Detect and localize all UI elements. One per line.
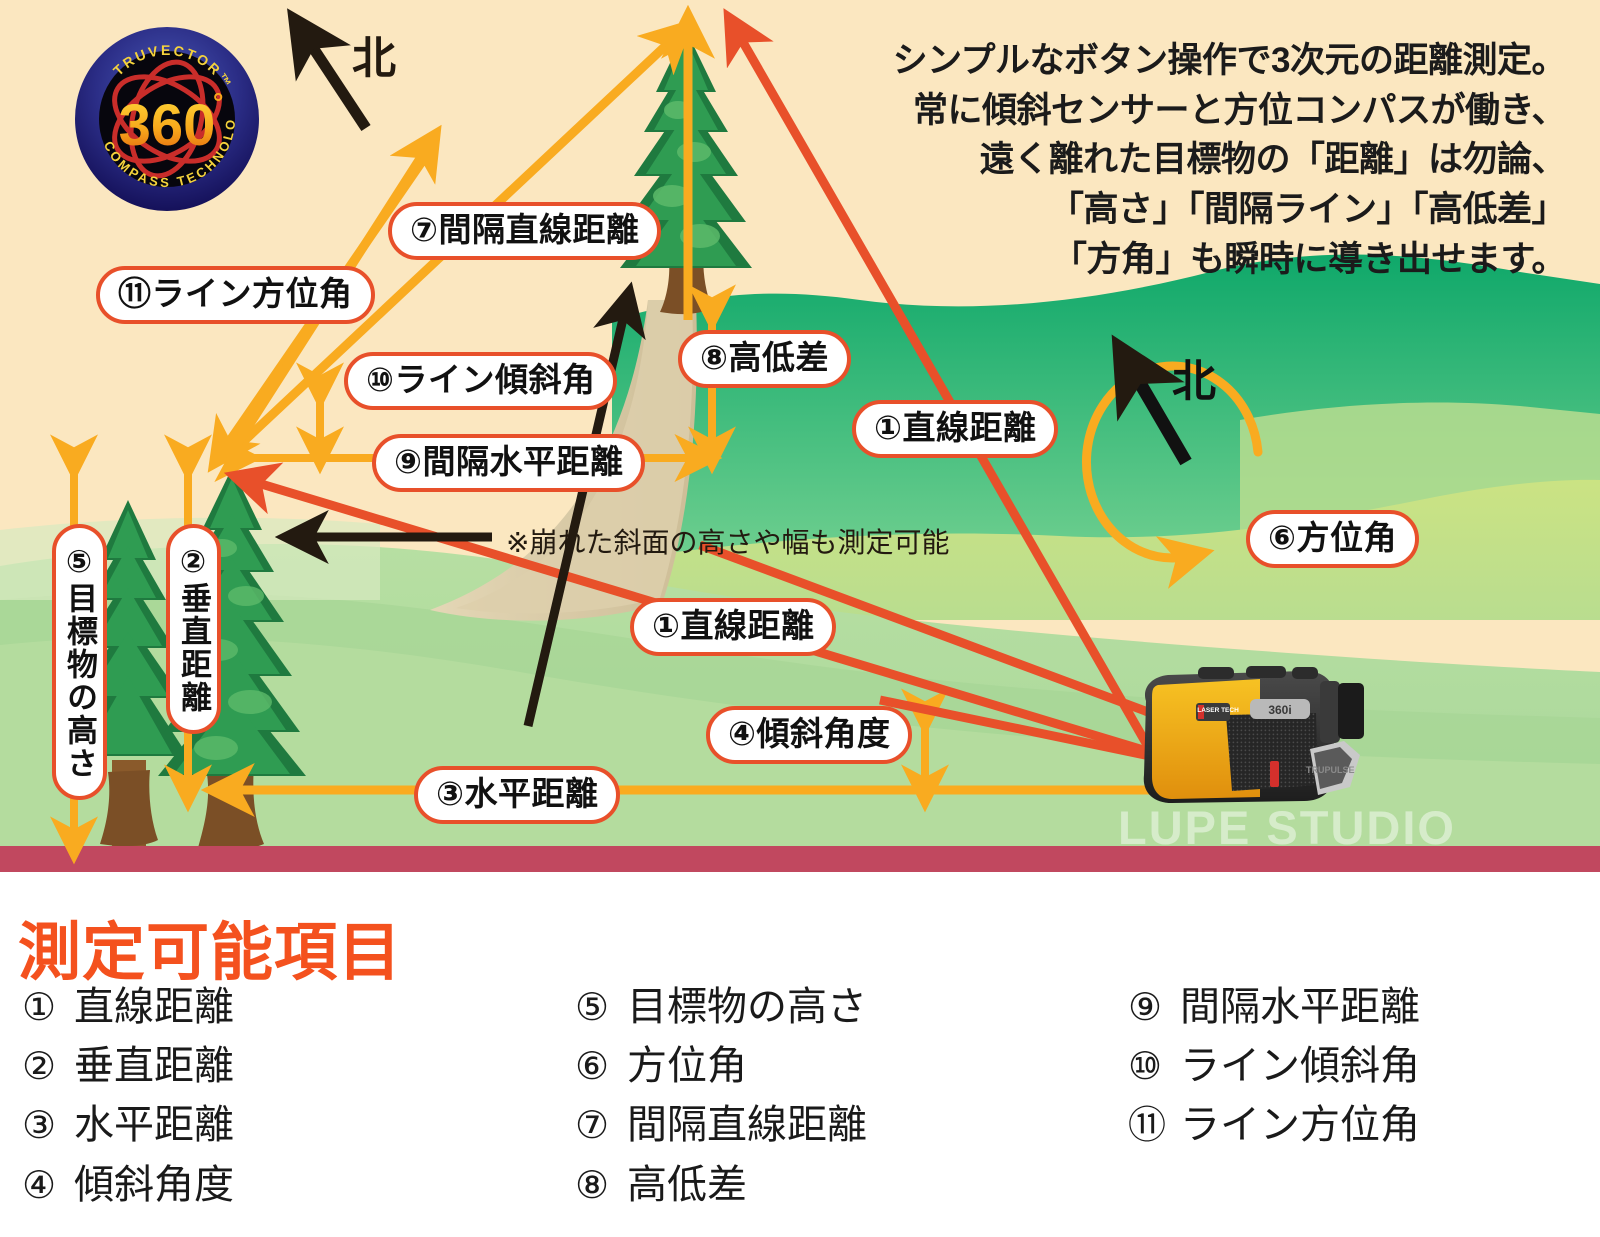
item-number: ⑦ xyxy=(575,1105,610,1148)
item-label: 間隔水平距離 xyxy=(1180,985,1420,1029)
item-number: ⑧ xyxy=(575,1164,610,1207)
north-arrow-right xyxy=(1111,334,1192,466)
arrow-azimuth-arc xyxy=(1081,361,1263,589)
items-column-1: ① 直線距離 ② 垂直距離 ③ 水平距離 ④ 傾斜角度 xyxy=(0,982,567,1219)
list-item: ① 直線距離 xyxy=(22,982,567,1033)
item-label: 目標物の高さ xyxy=(627,985,867,1029)
logo-360-text: 360 xyxy=(119,93,216,158)
item-number: ② xyxy=(22,1046,57,1089)
slope-note: ※崩れた斜面の高さや幅も測定可能 xyxy=(506,527,950,558)
callout-5-target-height[interactable]: ⑤目標物の高さ xyxy=(52,524,107,800)
callout-2-vertical-distance[interactable]: ②垂直距離 xyxy=(166,524,221,734)
list-item: ⑩ ライン傾斜角 xyxy=(1128,1041,1600,1092)
item-label: 直線距離 xyxy=(74,985,234,1029)
item-number: ⑥ xyxy=(575,1046,610,1089)
item-number: ① xyxy=(22,987,57,1029)
north-label-right: 北 xyxy=(1172,357,1216,406)
headline-line-1: シンプルなボタン操作で3次元の距離測定。 xyxy=(892,41,1567,80)
item-label: 方位角 xyxy=(627,1044,747,1089)
callout-6-azimuth[interactable]: ⑥方位角 xyxy=(1246,510,1419,568)
items-column-2: ⑤ 目標物の高さ ⑥ 方位角 ⑦ 間隔直線距離 ⑧ 高低差 xyxy=(567,982,1120,1219)
list-item: ③ 水平距離 xyxy=(22,1100,567,1151)
laser-rangefinder-device: 360i LASER TECH TRUPULSE xyxy=(1128,645,1378,820)
headline-line-4: 「高さ」「間隔ライン」「高低差」 xyxy=(1048,190,1567,230)
item-label: 傾斜角度 xyxy=(74,1162,234,1207)
illustration-scene: 360 ° TRUVECTOR™ COMPASS TECHNOLOGY シンプル… xyxy=(0,0,1600,872)
list-item: ⑥ 方位角 xyxy=(575,1041,1120,1092)
item-label: 水平距離 xyxy=(74,1103,234,1148)
item-number: ⑩ xyxy=(1128,1046,1163,1089)
item-number: ⑪ xyxy=(1128,1105,1167,1148)
list-item: ⑨ 間隔水平距離 xyxy=(1128,982,1600,1033)
item-label: 高低差 xyxy=(627,1162,747,1207)
callout-3-horizontal-distance[interactable]: ③水平距離 xyxy=(414,766,621,824)
item-label: ライン傾斜角 xyxy=(1180,1044,1420,1089)
item-label: ライン方位角 xyxy=(1180,1103,1420,1148)
north-label-left: 北 xyxy=(352,34,396,83)
headline-line-2: 常に傾斜センサーと方位コンパスが働き、 xyxy=(912,90,1567,130)
laser-mid xyxy=(698,540,1150,717)
headline-paragraph: シンプルなボタン操作で3次元の距離測定。 常に傾斜センサーと方位コンパスが働き、… xyxy=(892,36,1567,284)
list-item: ④ 傾斜角度 xyxy=(22,1160,567,1211)
list-item: ⑪ ライン方位角 xyxy=(1128,1100,1600,1151)
callout-10-line-incline[interactable]: ⑩ライン傾斜角 xyxy=(344,352,618,410)
logo-degree-symbol: ° xyxy=(213,87,223,117)
list-item: ⑦ 間隔直線距離 xyxy=(575,1100,1120,1151)
panel-title: 測定可能項目 xyxy=(18,918,402,988)
item-number: ⑨ xyxy=(1128,987,1163,1029)
list-item: ⑤ 目標物の高さ xyxy=(575,982,1120,1033)
item-number: ⑤ xyxy=(575,987,610,1029)
laser-to-treetop xyxy=(723,8,1154,753)
north-arrow-left xyxy=(287,8,371,132)
list-item: ⑧ 高低差 xyxy=(575,1160,1120,1211)
measurable-items-panel: 測定可能項目 ① 直線距離 ② 垂直距離 ③ 水平距離 ④ 傾斜角度 xyxy=(0,872,1600,1237)
device-brand-text: LASER TECH xyxy=(1197,707,1239,714)
item-label: 垂直距離 xyxy=(74,1044,234,1089)
truvector-360-logo: 360 ° TRUVECTOR™ COMPASS TECHNOLOGY xyxy=(73,25,261,213)
callout-11-line-azimuth[interactable]: ⑪ライン方位角 xyxy=(96,266,375,324)
items-column-3: ⑨ 間隔水平距離 ⑩ ライン傾斜角 ⑪ ライン方位角 xyxy=(1120,982,1600,1219)
callout-1-straight-distance-top[interactable]: ①直線距離 xyxy=(852,400,1059,458)
callout-7-spacing-straight-distance[interactable]: ⑦間隔直線距離 xyxy=(388,202,662,260)
item-number: ④ xyxy=(22,1164,57,1207)
item-label: 間隔直線距離 xyxy=(627,1103,867,1148)
device-model-text: 360i xyxy=(1268,703,1291,717)
items-columns: ① 直線距離 ② 垂直距離 ③ 水平距離 ④ 傾斜角度 ⑤ xyxy=(0,982,1600,1219)
headline-line-5: 「方角」も瞬時に導き出せます。 xyxy=(1051,239,1567,279)
callout-1-straight-distance-mid[interactable]: ①直線距離 xyxy=(630,598,837,656)
callout-4-incline-angle[interactable]: ④傾斜角度 xyxy=(706,706,913,764)
callout-8-height-difference[interactable]: ⑧高低差 xyxy=(678,330,851,388)
item-number: ③ xyxy=(22,1105,57,1148)
callout-9-spacing-horizontal-distance[interactable]: ⑨間隔水平距離 xyxy=(372,434,646,492)
laser-base-left xyxy=(879,695,1151,761)
list-item: ② 垂直距離 xyxy=(22,1041,567,1092)
headline-line-3: 遠く離れた目標物の「距離」は勿論、 xyxy=(979,140,1566,180)
device-series-text: TRUPULSE xyxy=(1306,765,1355,775)
ground-bar xyxy=(0,846,1600,872)
